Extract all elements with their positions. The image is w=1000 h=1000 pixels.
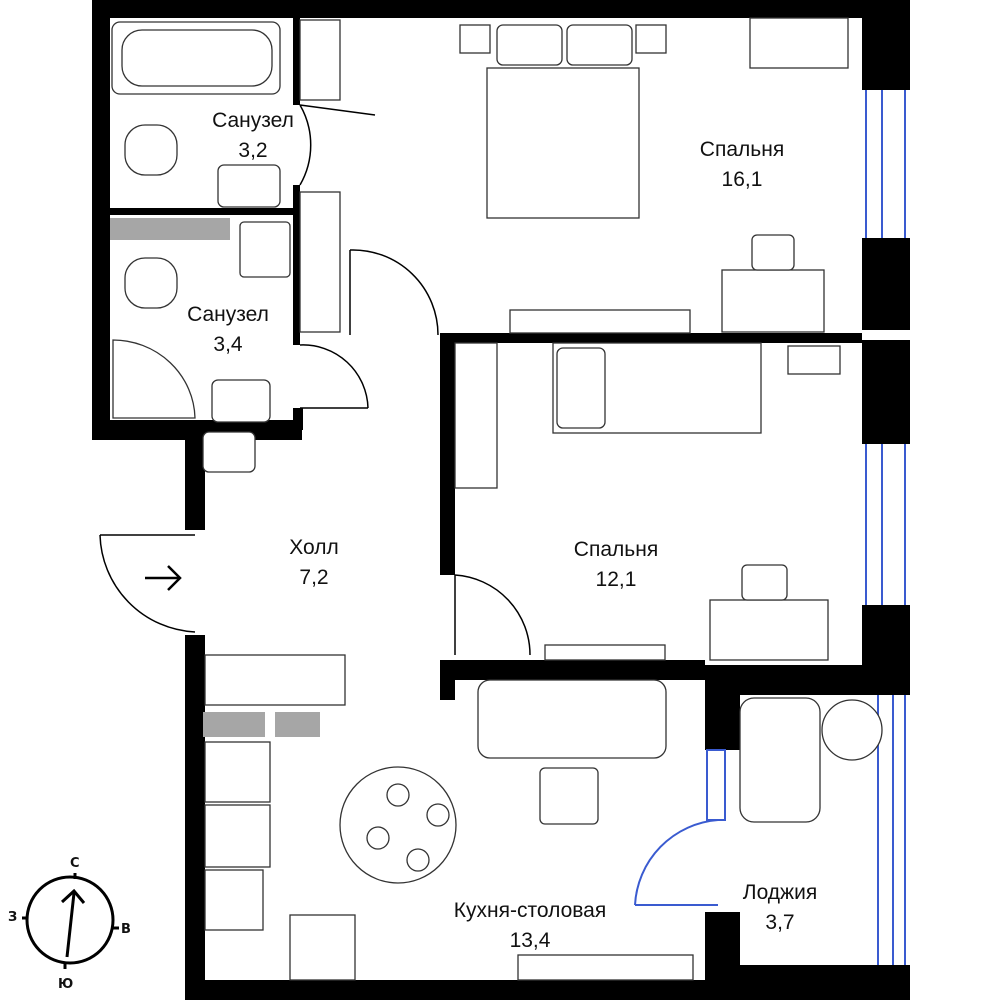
compass-south: Ю: [58, 977, 74, 992]
walls: [92, 0, 910, 1000]
room-name: Санузел: [212, 109, 294, 132]
room-name: Спальня: [573, 538, 659, 561]
room-name: Холл: [289, 536, 339, 559]
room-hall: Холл 7,2: [289, 533, 339, 593]
windows: [634, 90, 906, 965]
room-bedroom-1: Спальня 16,1: [700, 135, 784, 195]
room-area: 3,7: [765, 911, 795, 934]
room-bedroom-2: Спальня 12,1: [574, 535, 658, 595]
room-area: 16,1: [721, 168, 763, 191]
room-loggia: Лоджия 3,7: [743, 878, 817, 938]
compass-north: С: [70, 856, 80, 871]
compass-east: В: [121, 922, 131, 937]
room-bathroom-1: Санузел 3,2: [212, 106, 294, 166]
compass-icon: [22, 873, 119, 969]
room-name: Лоджия: [742, 881, 818, 904]
doors: [99, 104, 531, 656]
room-bathroom-2: Санузел 3,4: [187, 300, 269, 360]
room-area: 12,1: [595, 568, 637, 591]
furniture: [111, 17, 883, 981]
room-area: 13,4: [509, 929, 551, 952]
room-name: Санузел: [187, 303, 269, 326]
room-kitchen-dining: Кухня-столовая 13,4: [454, 896, 606, 956]
room-area: 7,2: [299, 566, 329, 589]
compass-west: З: [8, 910, 18, 925]
room-area: 3,4: [213, 333, 243, 356]
room-area: 3,2: [238, 139, 268, 162]
ventilation-shafts: [110, 218, 320, 737]
room-name: Спальня: [699, 138, 785, 161]
entrance-arrow-icon: [145, 565, 182, 591]
room-name: Кухня-столовая: [453, 899, 607, 922]
